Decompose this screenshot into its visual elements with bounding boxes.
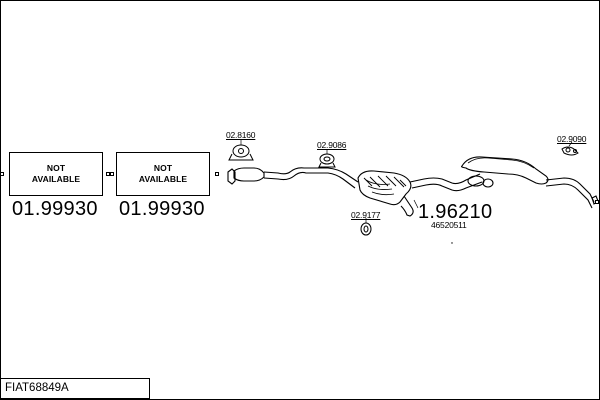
muffler-hatching [363,175,407,188]
rear-muffler [460,156,549,185]
front-pipe [263,167,359,189]
not-available-box-2: NOT AVAILABLE [116,152,210,196]
not-available-label-2: NOT AVAILABLE [138,163,188,184]
mid-pipe [409,173,483,192]
rubber-mount-icon [318,153,336,168]
accessory-number-gasket: 02.9177 [351,210,381,220]
not-available-label-1: NOT AVAILABLE [31,163,81,184]
connector-middle-1 [106,172,110,176]
connector-right [215,172,219,176]
connector-tail [595,200,599,204]
catalytic-converter-body [233,167,265,182]
gasket-icon [360,222,372,236]
accessory-number-hanger: 02.9090 [557,134,587,144]
part-number-na-2: 01.99930 [119,198,205,220]
not-available-box-1: NOT AVAILABLE [9,152,103,196]
connector-left [0,172,4,176]
oem-number: 46520511 [431,220,467,230]
front-pipe-converter [227,168,236,185]
main-part-number: 1.96210 [418,201,493,223]
hanger-icon [561,146,579,156]
clamp-icon [228,144,254,161]
leader-lines [240,140,573,223]
accessory-number-mount: 02.9086 [317,140,347,150]
part-number-na-1: 01.99930 [12,198,98,220]
connector-middle-2 [110,172,114,176]
part-code-label: FIAT68849A [0,378,150,399]
tail-pipe [545,177,595,209]
accessory-number-clamp: 02.8160 [226,130,256,140]
center-muffler [357,170,412,206]
